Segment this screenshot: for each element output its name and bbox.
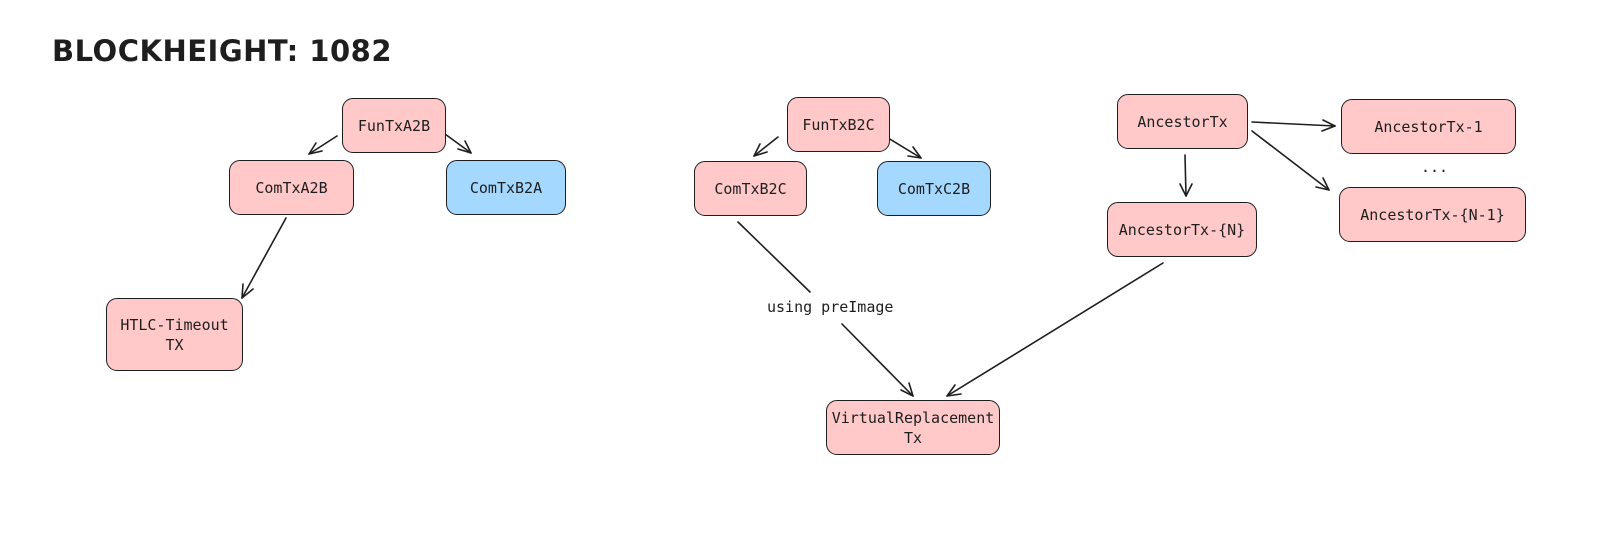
edge-ancestortx-ancestortx1 xyxy=(1251,119,1336,132)
node-ancestor-tx[interactable]: AncestorTx xyxy=(1117,94,1248,149)
edge-label-using-preimage: using preImage xyxy=(764,298,897,316)
node-funtx-a2b[interactable]: FunTxA2B xyxy=(342,98,446,153)
node-comtx-c2b[interactable]: ComTxC2B xyxy=(877,161,991,216)
edge-funtxa2b-comtxb2a xyxy=(444,133,472,154)
ellipsis-text: ... xyxy=(1421,158,1449,176)
edge-ancestortx-ancestortxn xyxy=(1179,154,1193,197)
node-htlc-timeout-tx[interactable]: HTLC-Timeout TX xyxy=(106,298,243,371)
node-ancestor-tx-n[interactable]: AncestorTx-{N} xyxy=(1107,202,1257,257)
node-ancestor-tx-n-minus-1[interactable]: AncestorTx-{N-1} xyxy=(1339,187,1526,242)
node-comtx-b2c[interactable]: ComTxB2C xyxy=(694,161,807,216)
edge-funtxb2c-comtxb2c xyxy=(753,136,779,157)
block-height-title: BLOCKHEIGHT: 1082 xyxy=(52,34,393,68)
edge-funtxa2b-comtxa2b xyxy=(308,135,338,155)
node-ancestor-tx-1[interactable]: AncestorTx-1 xyxy=(1341,99,1516,154)
edge-ancestortxn-virtualreplacement xyxy=(946,262,1164,397)
edge-comtxa2b-htlc xyxy=(241,217,287,299)
edge-funtxb2c-comtxc2b xyxy=(887,137,922,159)
node-funtx-b2c[interactable]: FunTxB2C xyxy=(787,97,890,152)
edge-comtxb2c-virtualreplacement xyxy=(737,221,914,397)
node-comtx-a2b[interactable]: ComTxA2B xyxy=(229,160,354,215)
node-virtual-replacement-tx[interactable]: VirtualReplacement Tx xyxy=(826,400,1000,455)
edge-ancestortx-ancestortxn1 xyxy=(1251,130,1330,191)
node-comtx-b2a[interactable]: ComTxB2A xyxy=(446,160,566,215)
